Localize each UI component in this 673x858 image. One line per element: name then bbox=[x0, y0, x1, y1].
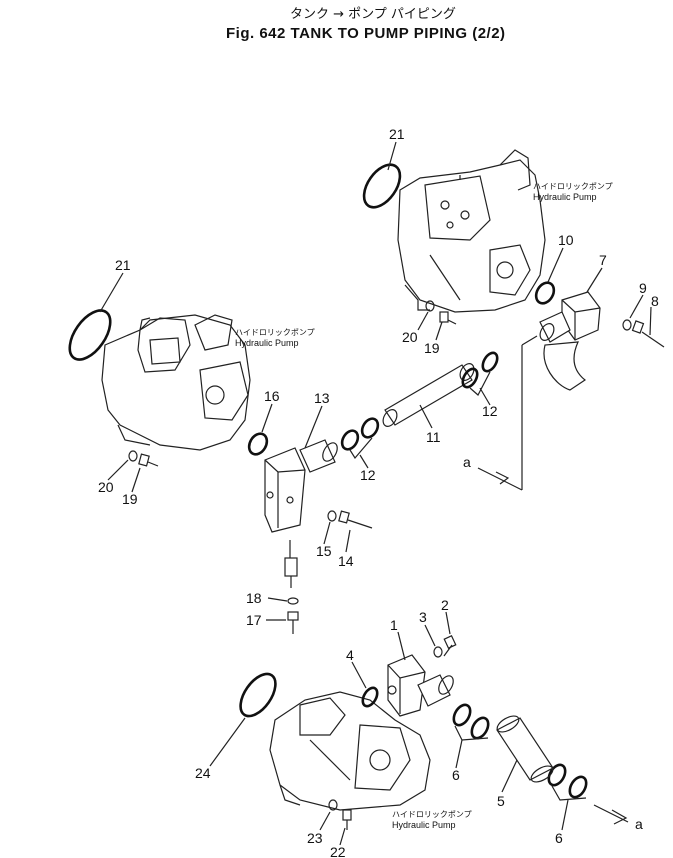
bolt-2 bbox=[443, 634, 457, 657]
title-japanese: タンク → ポンプ パイピング bbox=[290, 7, 456, 22]
callout-21-upper: 21 bbox=[389, 126, 405, 142]
callout-7: 7 bbox=[599, 252, 607, 268]
pump-label-en-upper: Hydraulic Pump bbox=[533, 192, 597, 202]
callout-9: 9 bbox=[639, 280, 647, 296]
flange-13 bbox=[264, 439, 338, 533]
elbow-7 bbox=[539, 291, 601, 391]
flange-1 bbox=[387, 654, 454, 717]
callout-1: 1 bbox=[390, 617, 398, 633]
o-ring-24 bbox=[239, 672, 277, 718]
reference-letter-a-upper: a bbox=[463, 454, 471, 470]
hydraulic-pump-upper-right bbox=[397, 149, 546, 313]
clamp-12-upper bbox=[461, 351, 499, 396]
bolt-22 bbox=[342, 809, 352, 830]
washer-20-left bbox=[128, 450, 138, 462]
clamp-6-upper bbox=[452, 703, 490, 741]
figure-title: Fig. 642 TANK TO PUMP PIPING (2/2) bbox=[226, 25, 506, 42]
clamp-12-lower bbox=[340, 417, 380, 460]
callout-19-left: 19 bbox=[122, 491, 138, 507]
callout-19-upper: 19 bbox=[424, 340, 440, 356]
o-ring-21-upper bbox=[362, 163, 402, 209]
washer-23 bbox=[328, 799, 338, 811]
pump-label-en-left: Hydraulic Pump bbox=[235, 338, 299, 348]
callout-4: 4 bbox=[346, 647, 354, 663]
hydraulic-pump-upper-left bbox=[101, 314, 251, 451]
callout-16: 16 bbox=[264, 388, 280, 404]
drain-plug bbox=[284, 540, 298, 588]
callout-22: 22 bbox=[330, 844, 346, 858]
bolt-14 bbox=[338, 510, 373, 529]
callout-18: 18 bbox=[246, 590, 262, 606]
callout-20-left: 20 bbox=[98, 479, 114, 495]
washer-20-upper bbox=[425, 300, 435, 312]
callout-6-lower: 6 bbox=[555, 830, 563, 846]
callout-5: 5 bbox=[497, 793, 505, 809]
callout-10: 10 bbox=[558, 232, 574, 248]
reference-letter-a-lower: a bbox=[635, 816, 643, 832]
washer-18 bbox=[287, 597, 299, 605]
callout-2: 2 bbox=[441, 597, 449, 613]
pipe-11 bbox=[382, 363, 475, 427]
clamp-6-lower bbox=[547, 763, 588, 801]
o-ring-4 bbox=[361, 686, 379, 708]
bolt-19-upper bbox=[439, 311, 457, 325]
washer-15 bbox=[327, 510, 337, 522]
callout-6-upper: 6 bbox=[452, 767, 460, 783]
callout-20-upper: 20 bbox=[402, 329, 418, 345]
pump-label-jp-upper: ハイドロリックポンプ bbox=[533, 182, 613, 191]
connection-line-a bbox=[477, 335, 629, 825]
callout-14: 14 bbox=[338, 553, 354, 569]
callout-numbers: 21 10 7 9 8 20 19 21 16 13 11 12 12 20 1… bbox=[98, 126, 659, 858]
o-ring-21-left bbox=[68, 309, 112, 361]
washer-9 bbox=[622, 319, 632, 331]
pump-label-jp-left: ハイドロリックポンプ bbox=[235, 328, 315, 337]
callout-12-lower: 12 bbox=[360, 467, 376, 483]
callout-3: 3 bbox=[419, 609, 427, 625]
callout-8: 8 bbox=[651, 293, 659, 309]
callout-15: 15 bbox=[316, 543, 332, 559]
pump-label-en-lower: Hydraulic Pump bbox=[392, 820, 456, 830]
callout-11: 11 bbox=[426, 429, 441, 445]
callout-24: 24 bbox=[195, 765, 211, 781]
washer-3 bbox=[433, 646, 443, 658]
callout-23: 23 bbox=[307, 830, 323, 846]
callout-12-upper: 12 bbox=[482, 403, 498, 419]
hose-5 bbox=[496, 715, 554, 783]
bolt-19-left bbox=[138, 453, 159, 467]
callout-21-left: 21 bbox=[115, 257, 131, 273]
callout-17: 17 bbox=[246, 612, 262, 628]
callout-13: 13 bbox=[314, 390, 330, 406]
o-ring-10 bbox=[534, 281, 556, 305]
pump-label-jp-lower: ハイドロリックポンプ bbox=[392, 810, 472, 819]
leader-lines bbox=[99, 141, 652, 846]
bolt-17 bbox=[287, 611, 299, 634]
bolt-8 bbox=[631, 320, 665, 348]
o-ring-16 bbox=[247, 432, 269, 456]
hydraulic-pump-lower bbox=[269, 691, 431, 811]
